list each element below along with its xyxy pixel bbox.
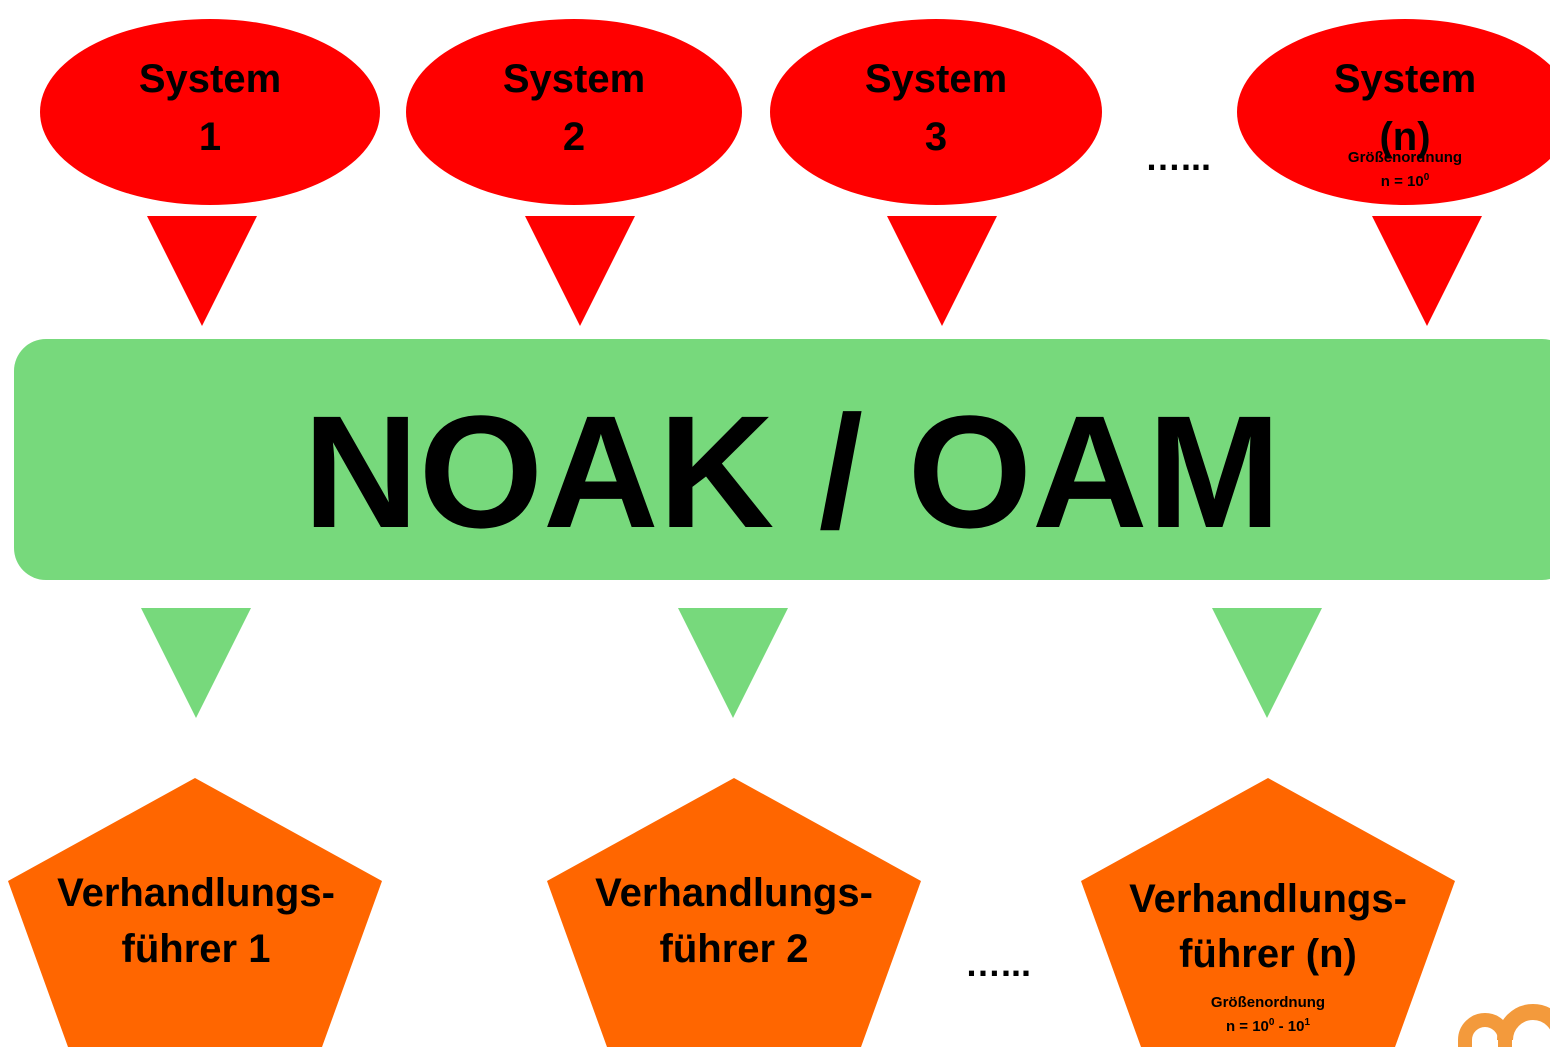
negotiator-pentagon: [1081, 778, 1455, 1047]
hub-label: NOAK / OAM: [303, 382, 1281, 561]
negotiator-order-of-magnitude-value: n = 100 - 101: [1226, 1017, 1311, 1035]
negotiator-node-n: Verhandlungs- führer (n) Größenordnung n…: [1081, 778, 1455, 1047]
system-node-n: System (n) Größenordnung n = 100: [1237, 19, 1550, 205]
system-node-2: System 2: [406, 19, 742, 205]
negotiator-label-line1: Verhandlungs-: [595, 871, 873, 915]
systems-ellipsis: …...: [1145, 137, 1211, 178]
logo-arc-right: [1497, 1004, 1550, 1041]
system-label-line1: System: [1334, 57, 1476, 101]
negotiator-label-line2: führer (n): [1179, 932, 1357, 976]
hub-arrow-3: [1212, 608, 1322, 718]
negotiators-ellipsis: …...: [965, 943, 1031, 984]
hub-arrow-1: [141, 608, 251, 718]
negotiator-label-line1: Verhandlungs-: [1129, 877, 1407, 921]
negotiator-label-line1: Verhandlungs-: [57, 871, 335, 915]
system-arrow-3: [887, 216, 997, 326]
hub-bar: [14, 339, 1550, 580]
system-label-line1: System: [503, 57, 645, 101]
value-base: n = 10: [1381, 173, 1424, 190]
value-a-exponent: 0: [1269, 1017, 1275, 1028]
negotiator-pentagon: [547, 778, 921, 1047]
system-ellipse: [406, 19, 742, 205]
system-order-of-magnitude-value: n = 100: [1381, 172, 1430, 190]
system-label-line1: System: [139, 57, 281, 101]
hub-arrow-2: [678, 608, 788, 718]
value-b-exponent: 1: [1304, 1017, 1310, 1028]
system-label-line2: 1: [199, 115, 221, 159]
value-a: n = 10: [1226, 1018, 1269, 1035]
system-order-of-magnitude-label: Größenordnung: [1348, 149, 1462, 166]
system-node-1: System 1: [40, 19, 380, 205]
system-arrow-1: [147, 216, 257, 326]
value-b: - 10: [1274, 1018, 1304, 1035]
system-arrow-n: [1372, 216, 1482, 326]
system-label-line1: System: [865, 57, 1007, 101]
negotiator-label-line2: führer 2: [660, 927, 809, 971]
system-arrow-2: [525, 216, 635, 326]
logo-fragment: [1458, 1004, 1550, 1047]
system-ellipse: [40, 19, 380, 205]
system-ellipse: [1237, 19, 1550, 205]
system-label-line2: (n): [1379, 115, 1430, 159]
system-node-3: System 3: [770, 19, 1102, 205]
negotiator-node-2: Verhandlungs- führer 2: [547, 778, 921, 1047]
value-exponent: 0: [1424, 172, 1430, 183]
negotiator-label-line2: führer 1: [122, 927, 271, 971]
negotiator-node-1: Verhandlungs- führer 1: [8, 778, 382, 1047]
negotiator-order-of-magnitude-label: Größenordnung: [1211, 994, 1325, 1011]
negotiator-pentagon: [8, 778, 382, 1047]
system-ellipse: [770, 19, 1102, 205]
system-label-line2: 2: [563, 115, 585, 159]
system-label-line2: 3: [925, 115, 947, 159]
